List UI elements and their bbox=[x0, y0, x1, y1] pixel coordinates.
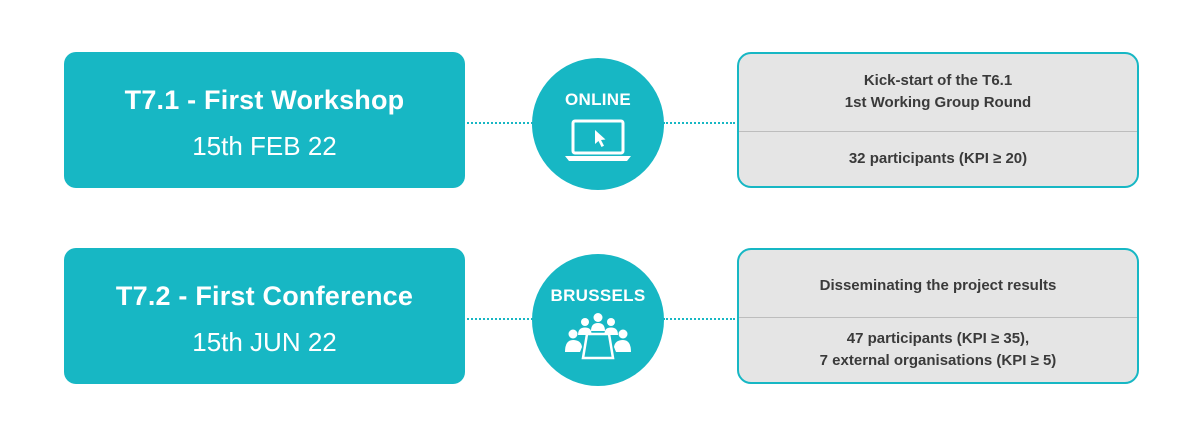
event-description: Disseminating the project results bbox=[739, 250, 1137, 322]
result-line: 32 participants (KPI ≥ 20) bbox=[848, 150, 1028, 167]
event-title-box: T7.1 - First Workshop 15th FEB 22 bbox=[64, 52, 465, 188]
event-description: Kick-start of the T6.1 1st Working Group… bbox=[739, 54, 1137, 130]
event-results: 47 participants (KPI ≥ 35), 7 external o… bbox=[739, 318, 1137, 382]
event-title-box: T7.2 - First Conference 15th JUN 22 bbox=[64, 248, 465, 384]
event-info-box: Disseminating the project results 47 par… bbox=[737, 248, 1139, 384]
description-line: Kick-start of the T6.1 bbox=[863, 72, 1013, 89]
description-line: 1st Working Group Round bbox=[844, 94, 1032, 111]
event-date: 15th FEB 22 bbox=[192, 131, 337, 161]
laptop-cursor-icon bbox=[565, 119, 631, 161]
event-date: 15th JUN 22 bbox=[192, 327, 337, 357]
event-row-workshop: T7.1 - First Workshop 15th FEB 22 ONLINE… bbox=[0, 50, 1200, 190]
dotted-connector-left bbox=[467, 318, 533, 320]
event-title: T7.2 - First Conference bbox=[115, 281, 414, 311]
info-divider bbox=[739, 317, 1137, 318]
result-line: 7 external organisations (KPI ≥ 5) bbox=[819, 352, 1057, 369]
dotted-connector-right bbox=[663, 122, 735, 124]
location-circle: ONLINE bbox=[532, 58, 664, 190]
result-line: 47 participants (KPI ≥ 35), bbox=[846, 330, 1030, 347]
dotted-connector-right bbox=[663, 318, 735, 320]
event-title: T7.1 - First Workshop bbox=[124, 85, 405, 115]
event-row-conference: T7.2 - First Conference 15th JUN 22 BRUS… bbox=[0, 246, 1200, 386]
location-circle: BRUSSELS bbox=[532, 254, 664, 386]
event-info-box: Kick-start of the T6.1 1st Working Group… bbox=[737, 52, 1139, 188]
description-line: Disseminating the project results bbox=[819, 277, 1057, 294]
location-label: ONLINE bbox=[564, 90, 632, 109]
info-divider bbox=[739, 131, 1137, 132]
location-label: BRUSSELS bbox=[550, 286, 646, 305]
meeting-table-icon bbox=[565, 313, 631, 360]
dotted-connector-left bbox=[467, 122, 533, 124]
event-results: 32 participants (KPI ≥ 20) bbox=[739, 132, 1137, 186]
